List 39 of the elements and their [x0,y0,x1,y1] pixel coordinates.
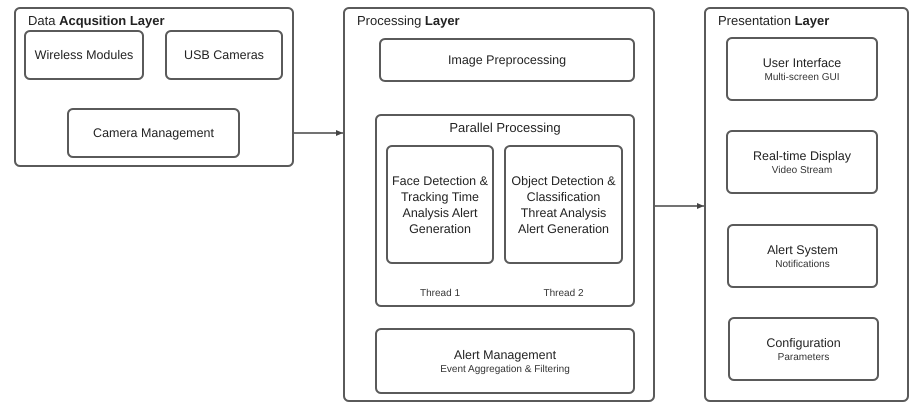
process-box [67,108,240,158]
box-title: Image Preprocessing [448,52,566,68]
process-box [379,38,635,82]
box-subtitle: Event Aggregation & Filtering [440,362,570,376]
process-box [375,328,635,394]
box-title: USB Cameras [184,47,264,63]
process-box [165,30,283,80]
box-title: Wireless Modules [34,47,134,63]
process-box [24,30,144,80]
box-title: User Interface [762,54,842,70]
box-title: Face Detection & Tracking Time Analysis Alert Generation [392,172,488,236]
panel-heading: Processing Layer [357,12,460,30]
box-title: Alert System [767,242,838,258]
box-title: Camera Management [93,125,214,141]
box-title: Real-time Display [753,148,851,164]
thread-label: Thread 1 [418,287,462,301]
box-subtitle: Parameters [778,350,830,364]
process-box [504,145,623,264]
process-box [726,130,878,194]
panel-heading: Parallel Processing [448,119,562,137]
box-subtitle: Video Stream [772,164,832,176]
arrow [294,130,343,136]
thread-label: Thread 2 [542,287,585,301]
box-title: Object Detection & Classification Threat Analysis Alert Generation [510,172,617,236]
box-subtitle: Multi-screen GUI [764,70,840,84]
layer-panel [343,7,655,402]
layer-panel [704,7,909,402]
process-box [727,224,878,288]
box-title: Configuration [766,334,841,350]
layer-panel [14,7,294,167]
box-subtitle: Notifications [775,258,830,270]
panel-heading: Presentation Layer [718,12,830,30]
process-box [386,145,494,264]
arrow [655,203,704,209]
box-title: Alert Management [454,346,556,362]
group-panel [375,114,635,307]
process-box [726,37,878,101]
panel-heading: Data Acqusition Layer [28,12,165,30]
process-box [728,317,879,381]
